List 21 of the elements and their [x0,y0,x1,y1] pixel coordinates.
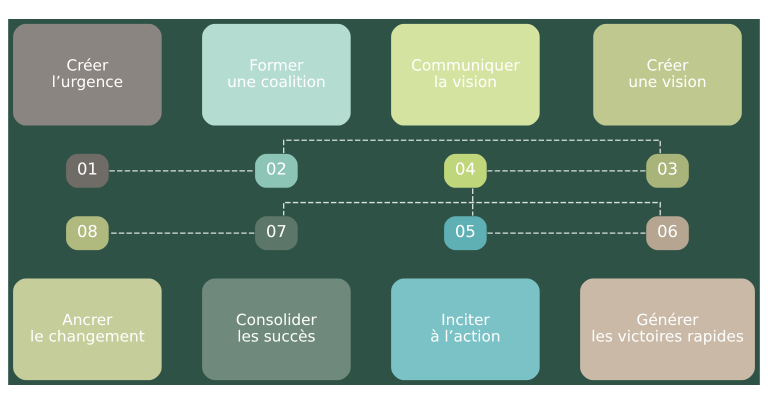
node-box: 08 [64,215,110,252]
node-box: Inciter à l’action [390,277,541,382]
node-box: Consolider les succès [201,277,352,382]
node-box: Générer les victoires rapides [579,277,756,382]
node-box: Créer l’urgence [12,22,163,127]
node-box: 04 [443,152,488,189]
node-box: Créer une vision [592,22,743,127]
node-box: 06 [645,215,690,252]
connector [472,188,474,216]
connector [487,170,646,172]
node-box: 03 [645,152,690,189]
node-box: 05 [443,215,488,252]
node-box: 02 [254,152,299,189]
node-box: Communiquer la vision [390,22,541,127]
connector [487,232,646,234]
connector [109,170,254,172]
node-box: 01 [64,152,110,189]
connector [109,232,254,234]
node-box: Former une coalition [201,22,352,127]
node-box: Ancrer le changement [12,277,163,382]
node-box: 07 [254,215,299,252]
